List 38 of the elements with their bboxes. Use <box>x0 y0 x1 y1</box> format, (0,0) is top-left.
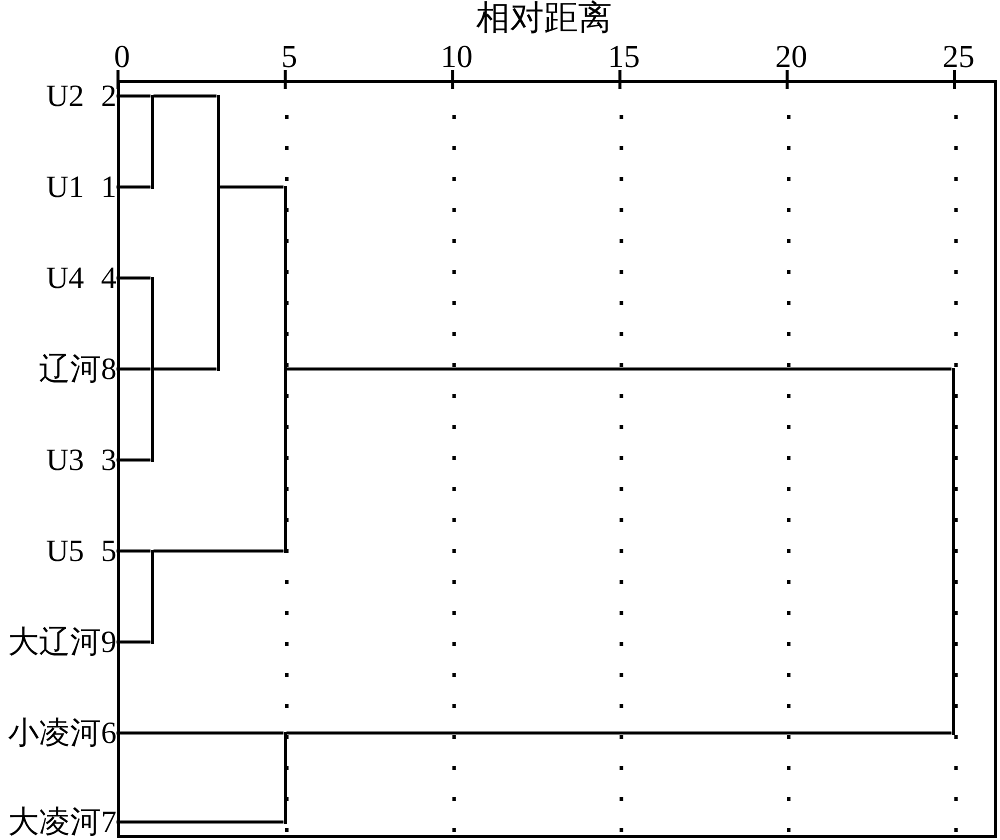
dendrogram-branch-line <box>116 368 150 370</box>
cluster-merge-line <box>150 94 154 188</box>
leaf-label: U4 4 <box>46 261 116 295</box>
tick-label: 10 <box>440 39 473 73</box>
dendrogram-branch-line <box>116 276 150 280</box>
dendrogram-branch-line <box>116 640 150 644</box>
dendrogram-branch-line <box>286 732 952 734</box>
leaf-label: U2 2 <box>46 79 116 113</box>
cluster-merge-line <box>284 186 286 552</box>
dendrogram-branch-line <box>116 732 284 734</box>
leaf-label: U3 3 <box>46 443 116 477</box>
dendrogram-branch-line <box>116 94 150 98</box>
leaf-label: 小凌河6 <box>8 716 116 750</box>
leaf-label: 大辽河9 <box>8 625 116 659</box>
cluster-merge-line <box>284 732 286 824</box>
cluster-merge-line <box>150 550 154 644</box>
dendrogram-branch-line <box>154 94 216 98</box>
dendrogram-branch-line <box>116 186 150 188</box>
dendrogram-branch-line <box>116 550 150 552</box>
leaf-label: U5 5 <box>46 534 116 568</box>
tick-label: 15 <box>608 39 640 73</box>
cluster-merge-line <box>952 368 954 734</box>
axis-title: 相对距离 <box>476 0 612 38</box>
leaf-label: 大凌河7 <box>8 805 116 839</box>
tick-label: 0 <box>114 39 130 73</box>
leaf-label: 辽河8 <box>39 352 116 386</box>
dendrogram-branch-line <box>154 550 284 552</box>
dendrogram-branch-line <box>116 820 284 824</box>
tick-label: 25 <box>942 39 974 73</box>
leaf-label: U1 1 <box>46 170 116 204</box>
dendrogram-branch-line <box>116 458 150 462</box>
dendrogram-branch-line <box>286 368 952 370</box>
tick-label: 5 <box>281 39 298 73</box>
cluster-merge-line <box>216 94 220 370</box>
tick-label: 20 <box>775 39 808 73</box>
cluster-merge-line <box>150 276 154 462</box>
dendrogram-branch-line <box>220 186 284 188</box>
dendrogram-branch-line <box>154 368 216 370</box>
